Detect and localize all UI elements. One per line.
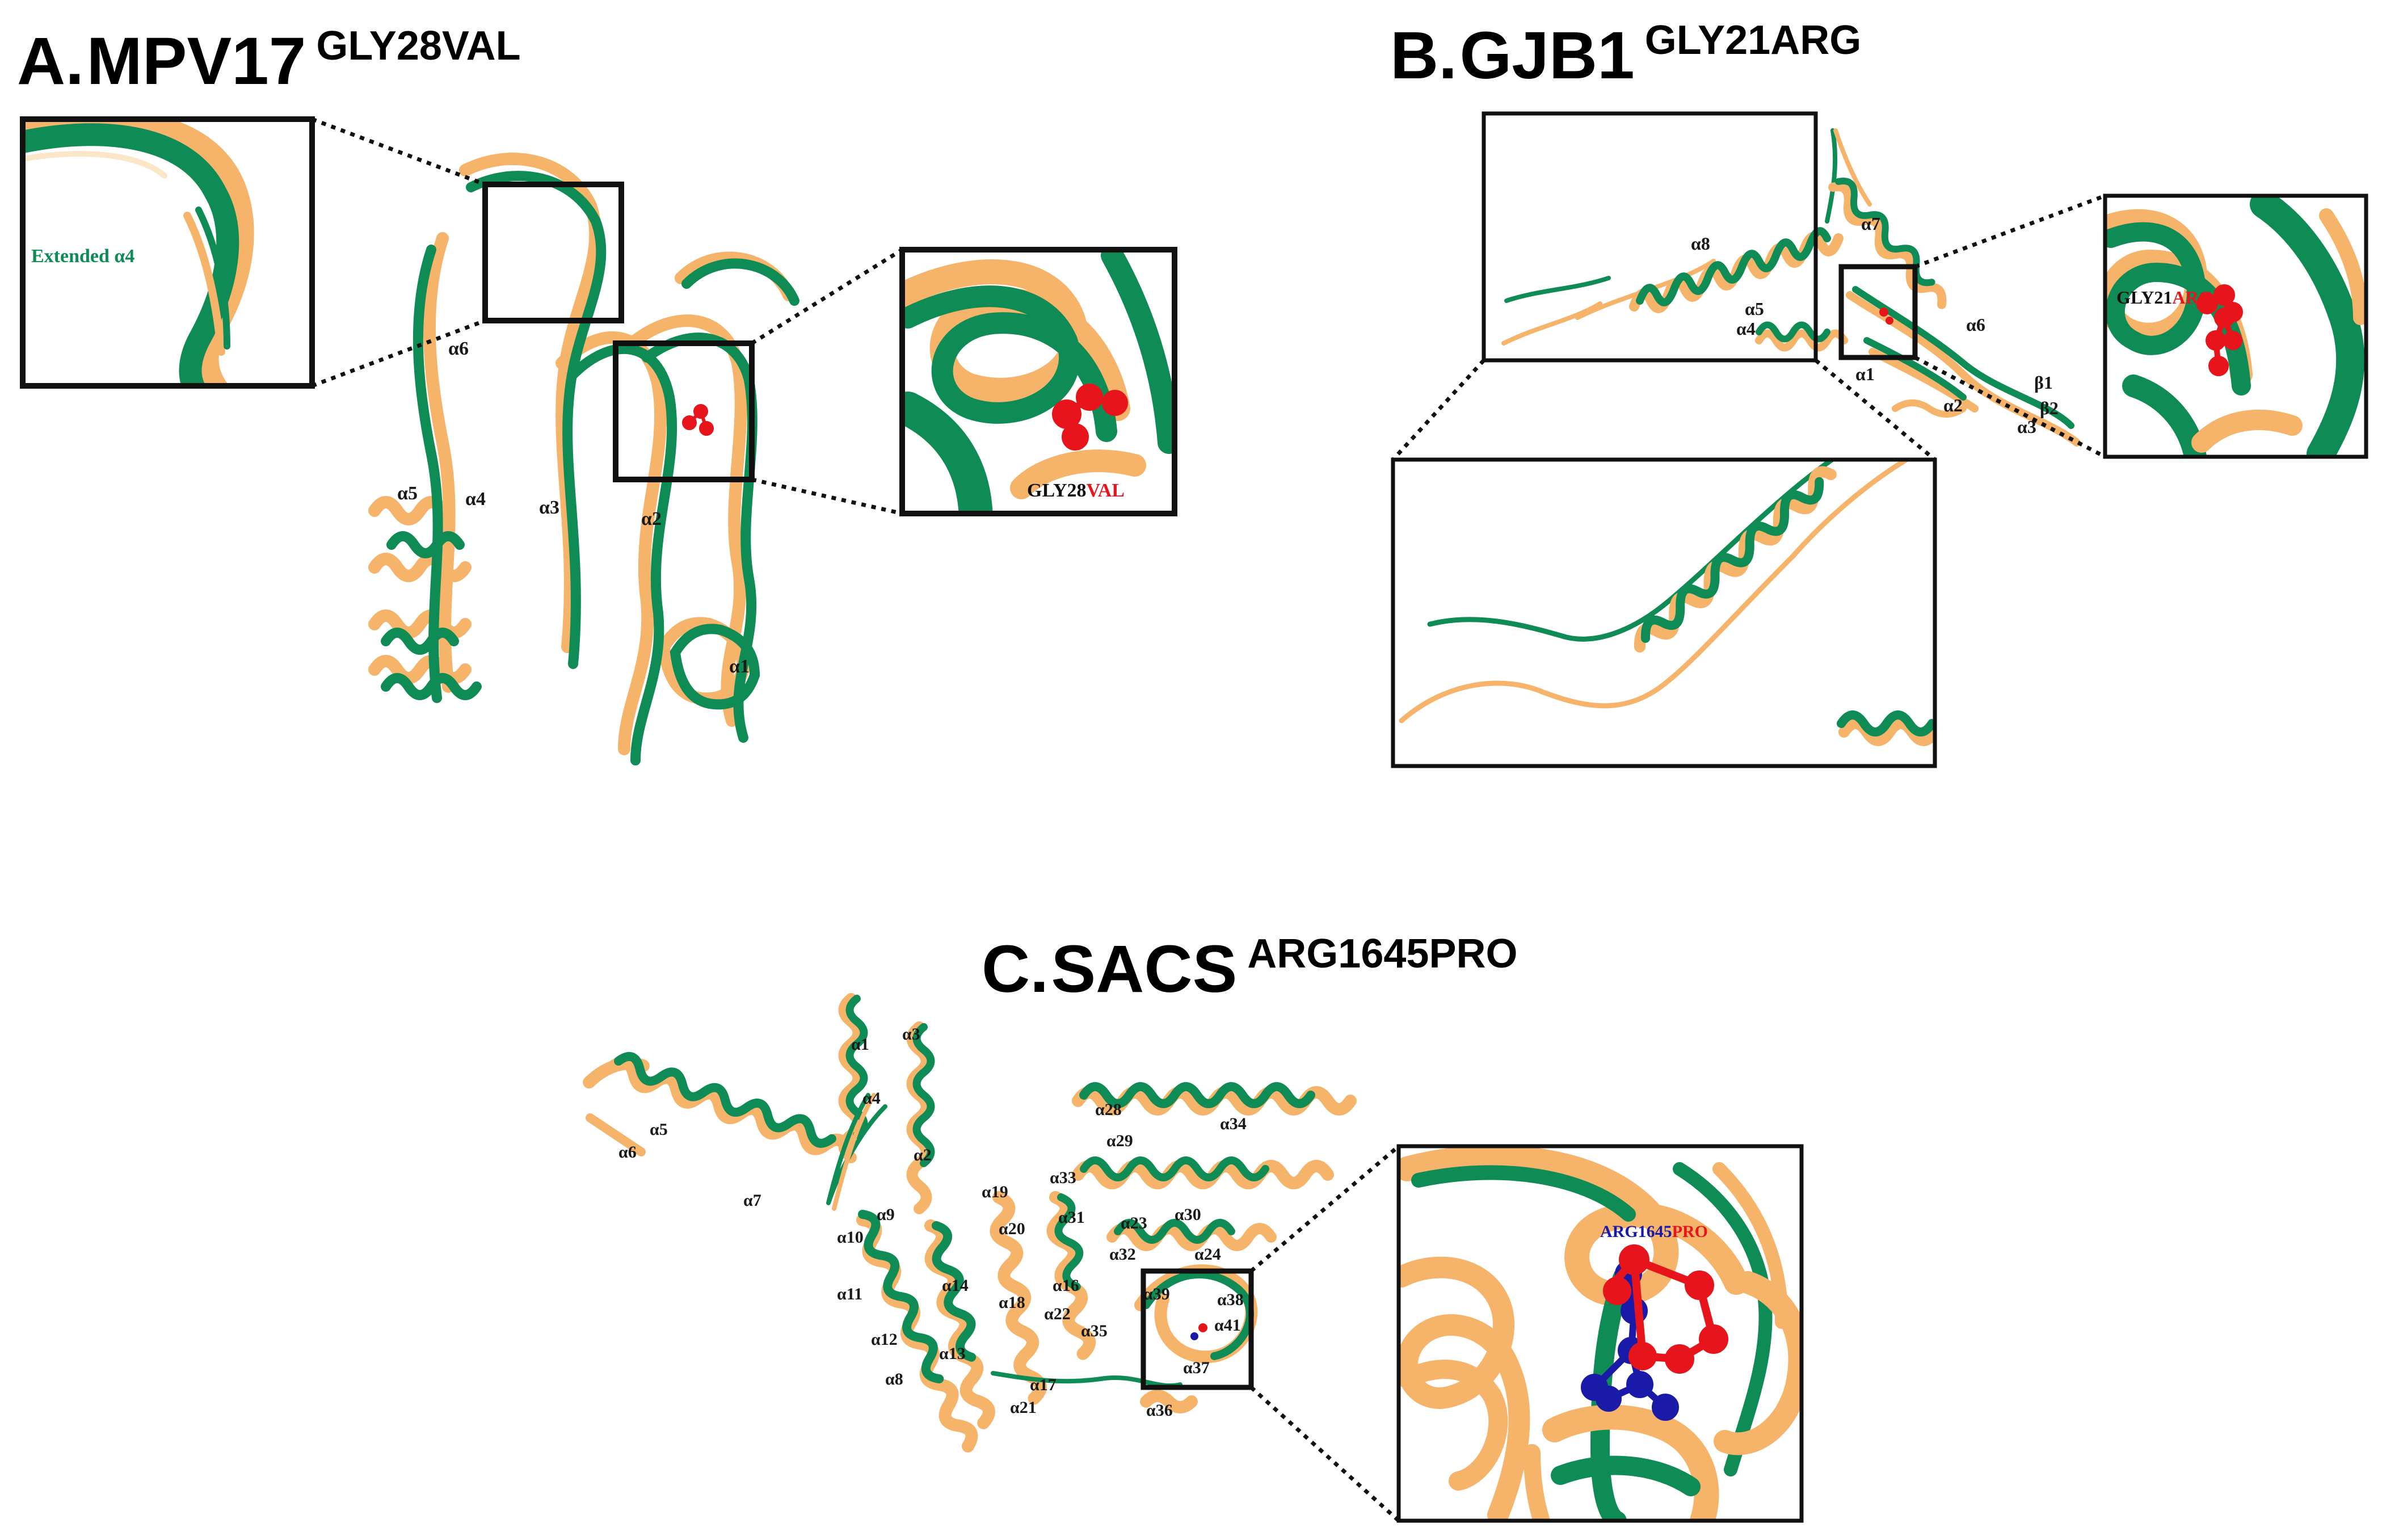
panel-b-helix-a4: α4	[1736, 318, 1756, 339]
panel-c-helix-a12: α12	[871, 1330, 898, 1349]
panel-c-helix-a17: α17	[1030, 1375, 1057, 1394]
panel-c-helix-a38: α38	[1217, 1290, 1244, 1309]
panel-a-inset-extended-a4: Extended α4	[20, 116, 315, 389]
panel-a-variant: GLY28VAL	[316, 23, 521, 69]
panel-c-helix-a3: α3	[902, 1025, 920, 1044]
panel-b-helix-a1: α1	[1855, 364, 1875, 384]
panel-c-helix-a7: α7	[743, 1191, 761, 1210]
panel-c-helix-a22: α22	[1044, 1305, 1071, 1323]
panel-a-helix-a3: α3	[539, 497, 559, 518]
panel-a-helix-a1: α1	[729, 656, 750, 677]
panel-c-helix-a14: α14	[942, 1276, 969, 1295]
panel-b-helix-a5: α5	[1745, 298, 1764, 319]
panel-c-helix-a5: α5	[650, 1120, 668, 1139]
panel-c-helix-a34: α32	[1109, 1245, 1136, 1264]
panel-a-helix-a4: α4	[465, 489, 486, 510]
panel-c-mutation-label: ARG1645PRO	[1600, 1222, 1708, 1241]
panel-c-structure: α1 α3 α4 α2 α5 α6 α7 α9 α10 α11 α12 α8 α…	[583, 993, 1400, 1522]
panel-a-box-alpha4	[482, 182, 624, 323]
panel-c-helix-a1: α1	[851, 1035, 869, 1054]
panel-b-helix-a6: α6	[1966, 314, 1985, 335]
panel-b-letter: B.	[1390, 18, 1457, 93]
panel-c-helix-a20: α20	[999, 1219, 1025, 1238]
panel-c-helix-a9: α9	[877, 1205, 895, 1224]
panel-b-structure: α8 α7 α5 α4 α6 α1 α2 α3 β1 β2	[1391, 111, 2106, 461]
panel-c-helix-a18: α18	[999, 1293, 1025, 1312]
panel-b-strand-b1: β1	[2034, 372, 2053, 393]
panel-b-helix-a8: α8	[1691, 233, 1710, 254]
panel-c-gene: SACS	[1051, 932, 1238, 1007]
panel-c-inset-mutation: ARG1645PRO	[1396, 1144, 1804, 1523]
panel-c-box-mutation	[1141, 1268, 1254, 1390]
panel-c-variant: ARG1645PRO	[1247, 931, 1518, 977]
panel-a-helix-a2: α2	[641, 508, 662, 529]
panel-c-helix-a36: α36	[1146, 1401, 1173, 1420]
panel-c-helix-a29: α29	[1106, 1131, 1133, 1150]
panel-c-helix-a11: α11	[837, 1285, 862, 1303]
panel-c-helix-a16: α16	[1053, 1276, 1079, 1295]
panel-c-helix-a21: α21	[1010, 1398, 1037, 1417]
panel-a-box-mutation	[613, 340, 755, 482]
panel-c-helix-a23: α23	[1121, 1214, 1147, 1232]
panel-a-structure: α6 α5 α4 α3 α2 α1	[311, 117, 903, 765]
panel-a-mutation-label: GLY28VAL	[1027, 480, 1125, 501]
panel-c-helix-a10: α10	[837, 1228, 864, 1247]
panel-c-helix-a19: α19	[982, 1183, 1008, 1201]
panel-b-box-mutation	[1838, 264, 1918, 360]
panel-c-helix-a41: α41	[1214, 1316, 1241, 1335]
panel-b-strand-b2: β2	[2040, 398, 2059, 418]
panel-b-inset-mutation: GLY21ARG	[2103, 193, 2368, 459]
panel-c-helix-a39: α39	[1143, 1285, 1170, 1303]
panel-c-helix-a2: α2	[914, 1146, 932, 1164]
panel-c-helix-a35: α35	[1081, 1322, 1108, 1340]
panel-a-extended-label: Extended α4	[31, 246, 134, 267]
panel-b-mutation-label: GLY21ARG	[2116, 287, 2213, 308]
panel-b-helix-a7: α7	[1861, 213, 1880, 234]
panel-b-helix-a2: α2	[1943, 395, 1963, 415]
panel-a-helix-a5: α5	[397, 483, 418, 504]
panel-c-helix-a8: α8	[885, 1370, 903, 1388]
panel-c-helix-a37: α37	[1183, 1358, 1210, 1377]
panel-b-inset-tail	[1391, 457, 1937, 768]
panel-c-helix-a4: α4	[862, 1089, 881, 1108]
panel-a-letter: A.	[17, 24, 84, 99]
panel-c-helix-a31: α31	[1058, 1208, 1085, 1227]
panel-c-helix-a30: α30	[1175, 1205, 1201, 1224]
panel-c-helix-a13: α13	[939, 1344, 966, 1363]
panel-b-variant: GLY21ARG	[1644, 18, 1862, 63]
panel-c-helix-a33: α34	[1220, 1114, 1247, 1133]
panel-c-helix-a32: α33	[1050, 1168, 1076, 1187]
panel-c-letter: C.	[982, 932, 1049, 1007]
panel-c-helix-a24: α24	[1194, 1245, 1221, 1264]
panel-b-box-tail	[1482, 111, 1818, 363]
panel-c-helix-a28: α28	[1095, 1100, 1122, 1119]
panel-a-inset-mutation: GLY28VAL	[899, 247, 1177, 516]
panel-b-gene: GJB1	[1459, 18, 1635, 93]
panel-a-gene: MPV17	[86, 24, 306, 99]
panel-c-helix-a6: α6	[618, 1143, 637, 1162]
panel-a-helix-a6: α6	[448, 338, 469, 359]
